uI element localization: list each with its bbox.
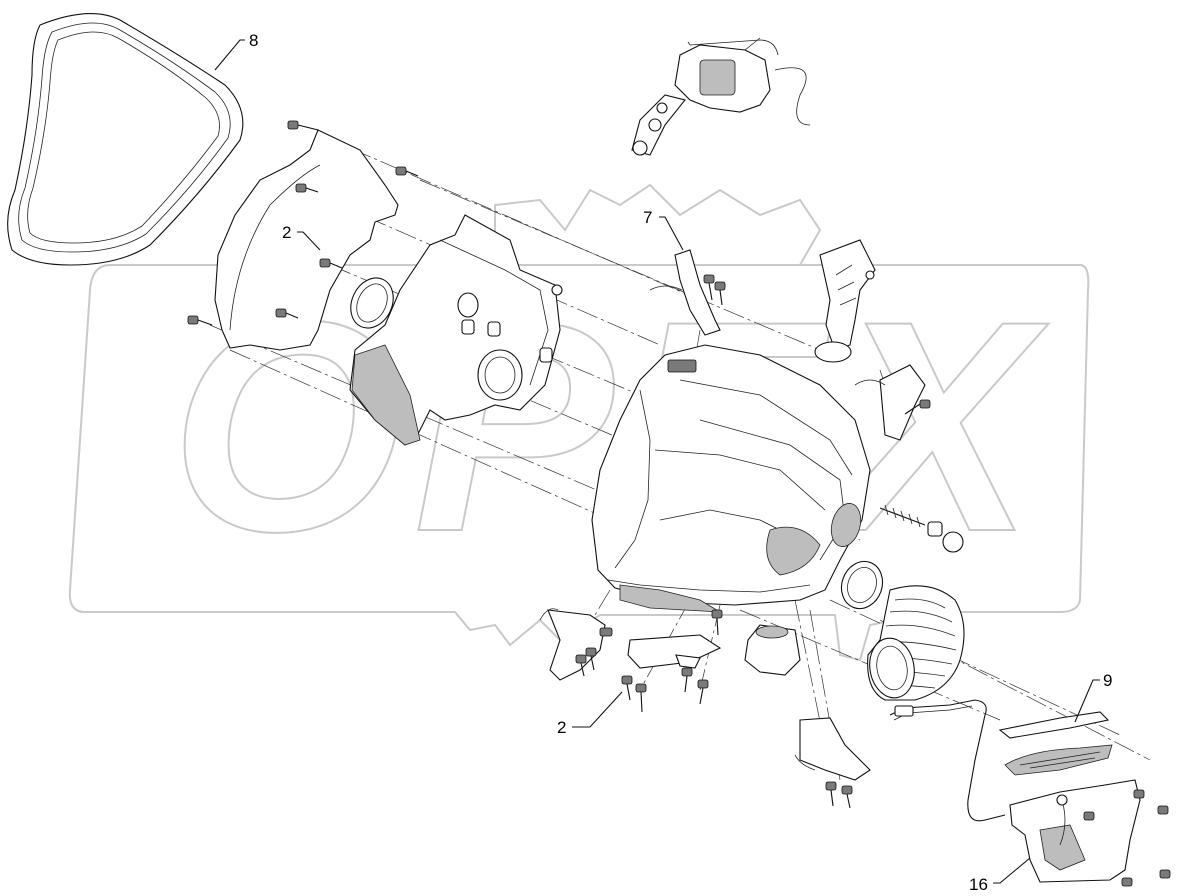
bracket-part	[649, 249, 726, 336]
callout-2-bottom: 2	[557, 718, 566, 737]
callout-2-top: 2	[282, 223, 291, 242]
bolt-nut-cap	[879, 504, 964, 553]
watermark-frame	[68, 264, 1090, 662]
screw	[1121, 877, 1133, 887]
screw	[275, 308, 299, 319]
screw	[319, 258, 343, 269]
rubber-grommet	[744, 624, 801, 676]
screw	[1083, 811, 1095, 821]
o-ring-left	[350, 277, 394, 329]
right-spring-bracket	[854, 364, 931, 441]
o-ring-right	[840, 560, 884, 610]
screw	[621, 675, 633, 701]
screw	[841, 785, 853, 809]
trim-strips	[998, 711, 1113, 776]
left-cover-plate	[214, 129, 399, 351]
left-housing-bracket	[349, 214, 563, 446]
leader-lines	[214, 39, 1100, 884]
screw	[287, 120, 319, 131]
bottom-left-bracket	[539, 608, 613, 681]
screw	[697, 679, 709, 705]
bottom-right-cover	[1009, 779, 1171, 887]
screws-bottom	[621, 609, 723, 713]
callout-16: 16	[969, 875, 988, 894]
control-cable	[889, 699, 1006, 822]
screws-left	[187, 120, 419, 326]
screw	[295, 183, 319, 193]
watermark-gear-top	[494, 183, 822, 266]
main-housing	[591, 344, 871, 613]
callout-7: 7	[643, 208, 652, 227]
screw	[711, 609, 723, 636]
bottom-plate	[627, 634, 722, 669]
bellows-duct	[867, 585, 965, 701]
screw	[395, 166, 419, 177]
callouts: 8 2 7 2 9 16	[249, 31, 1112, 894]
cable-guide-top-right	[814, 239, 876, 363]
gasket-ring-part	[7, 13, 244, 266]
bottom-center-bracket	[794, 717, 871, 809]
screw	[187, 315, 213, 326]
screw	[1133, 789, 1145, 799]
screw	[681, 667, 693, 693]
callout-8: 8	[249, 31, 258, 50]
screw	[1157, 805, 1169, 815]
screw	[1159, 869, 1171, 879]
screw	[635, 683, 647, 713]
callout-9: 9	[1103, 671, 1112, 690]
screw	[825, 781, 837, 807]
actuator-module	[631, 37, 811, 156]
